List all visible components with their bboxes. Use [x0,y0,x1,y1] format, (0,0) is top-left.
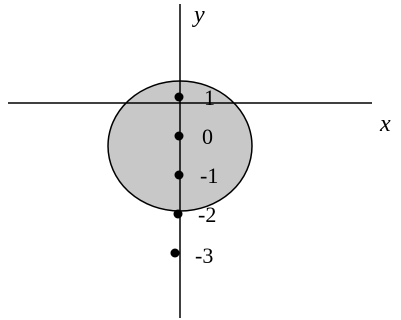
point-label-1: 1 [204,85,215,110]
point-minus-3 [170,248,180,258]
point-label-minus-3: -3 [195,243,213,268]
point-1 [174,92,184,102]
y-axis-label: y [192,2,205,28]
point-minus-2 [173,209,183,219]
point-label-minus-2: -2 [198,202,216,227]
point-minus-1 [174,170,184,180]
point-label-minus-1: -1 [200,163,218,188]
point-label-0: 0 [202,124,213,149]
point-0 [174,131,184,141]
x-axis-label: x [379,111,391,137]
